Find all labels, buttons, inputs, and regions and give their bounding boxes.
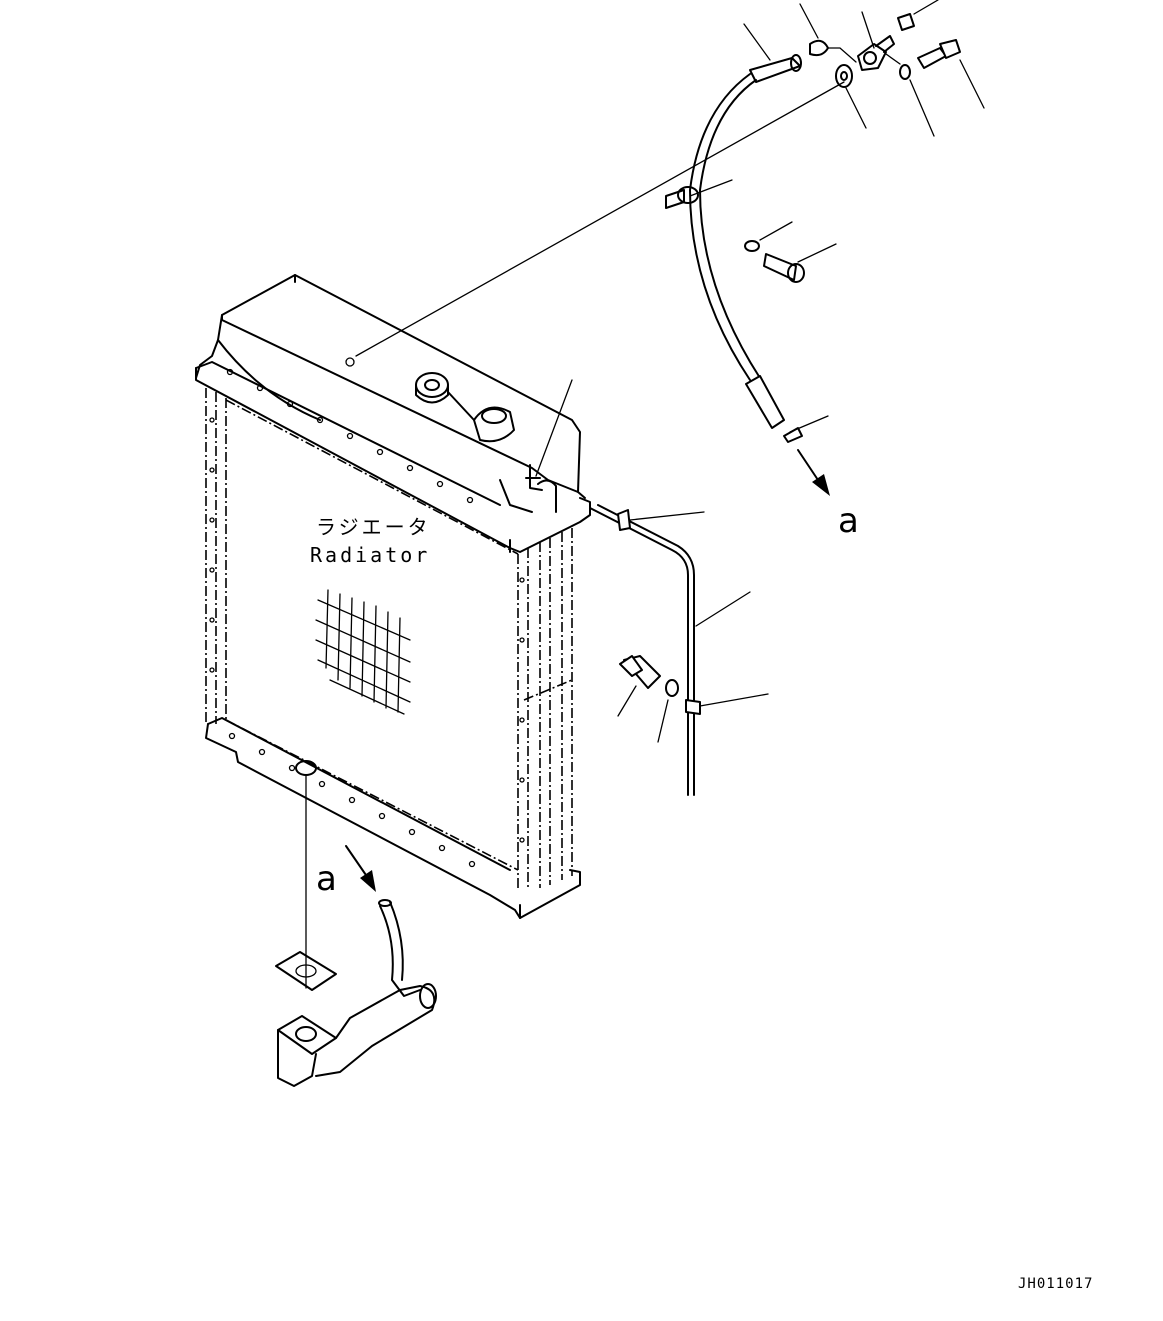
reference-marker-a-bottom: a — [316, 859, 337, 899]
core-mesh — [315, 589, 411, 715]
overflow-fittings: a — [355, 0, 985, 541]
radiator-cap — [415, 372, 515, 443]
radiator-assembly: ラジエータ Radiator — [195, 274, 591, 919]
radiator-label-jp: ラジエータ — [316, 515, 431, 539]
drain-pipe — [535, 379, 769, 796]
reference-marker-a-top: a — [838, 501, 859, 541]
radiator-label-en: Radiator — [310, 543, 430, 567]
lower-outlet: a — [275, 760, 437, 1087]
drawing-code: JH011017 — [1018, 1276, 1093, 1292]
